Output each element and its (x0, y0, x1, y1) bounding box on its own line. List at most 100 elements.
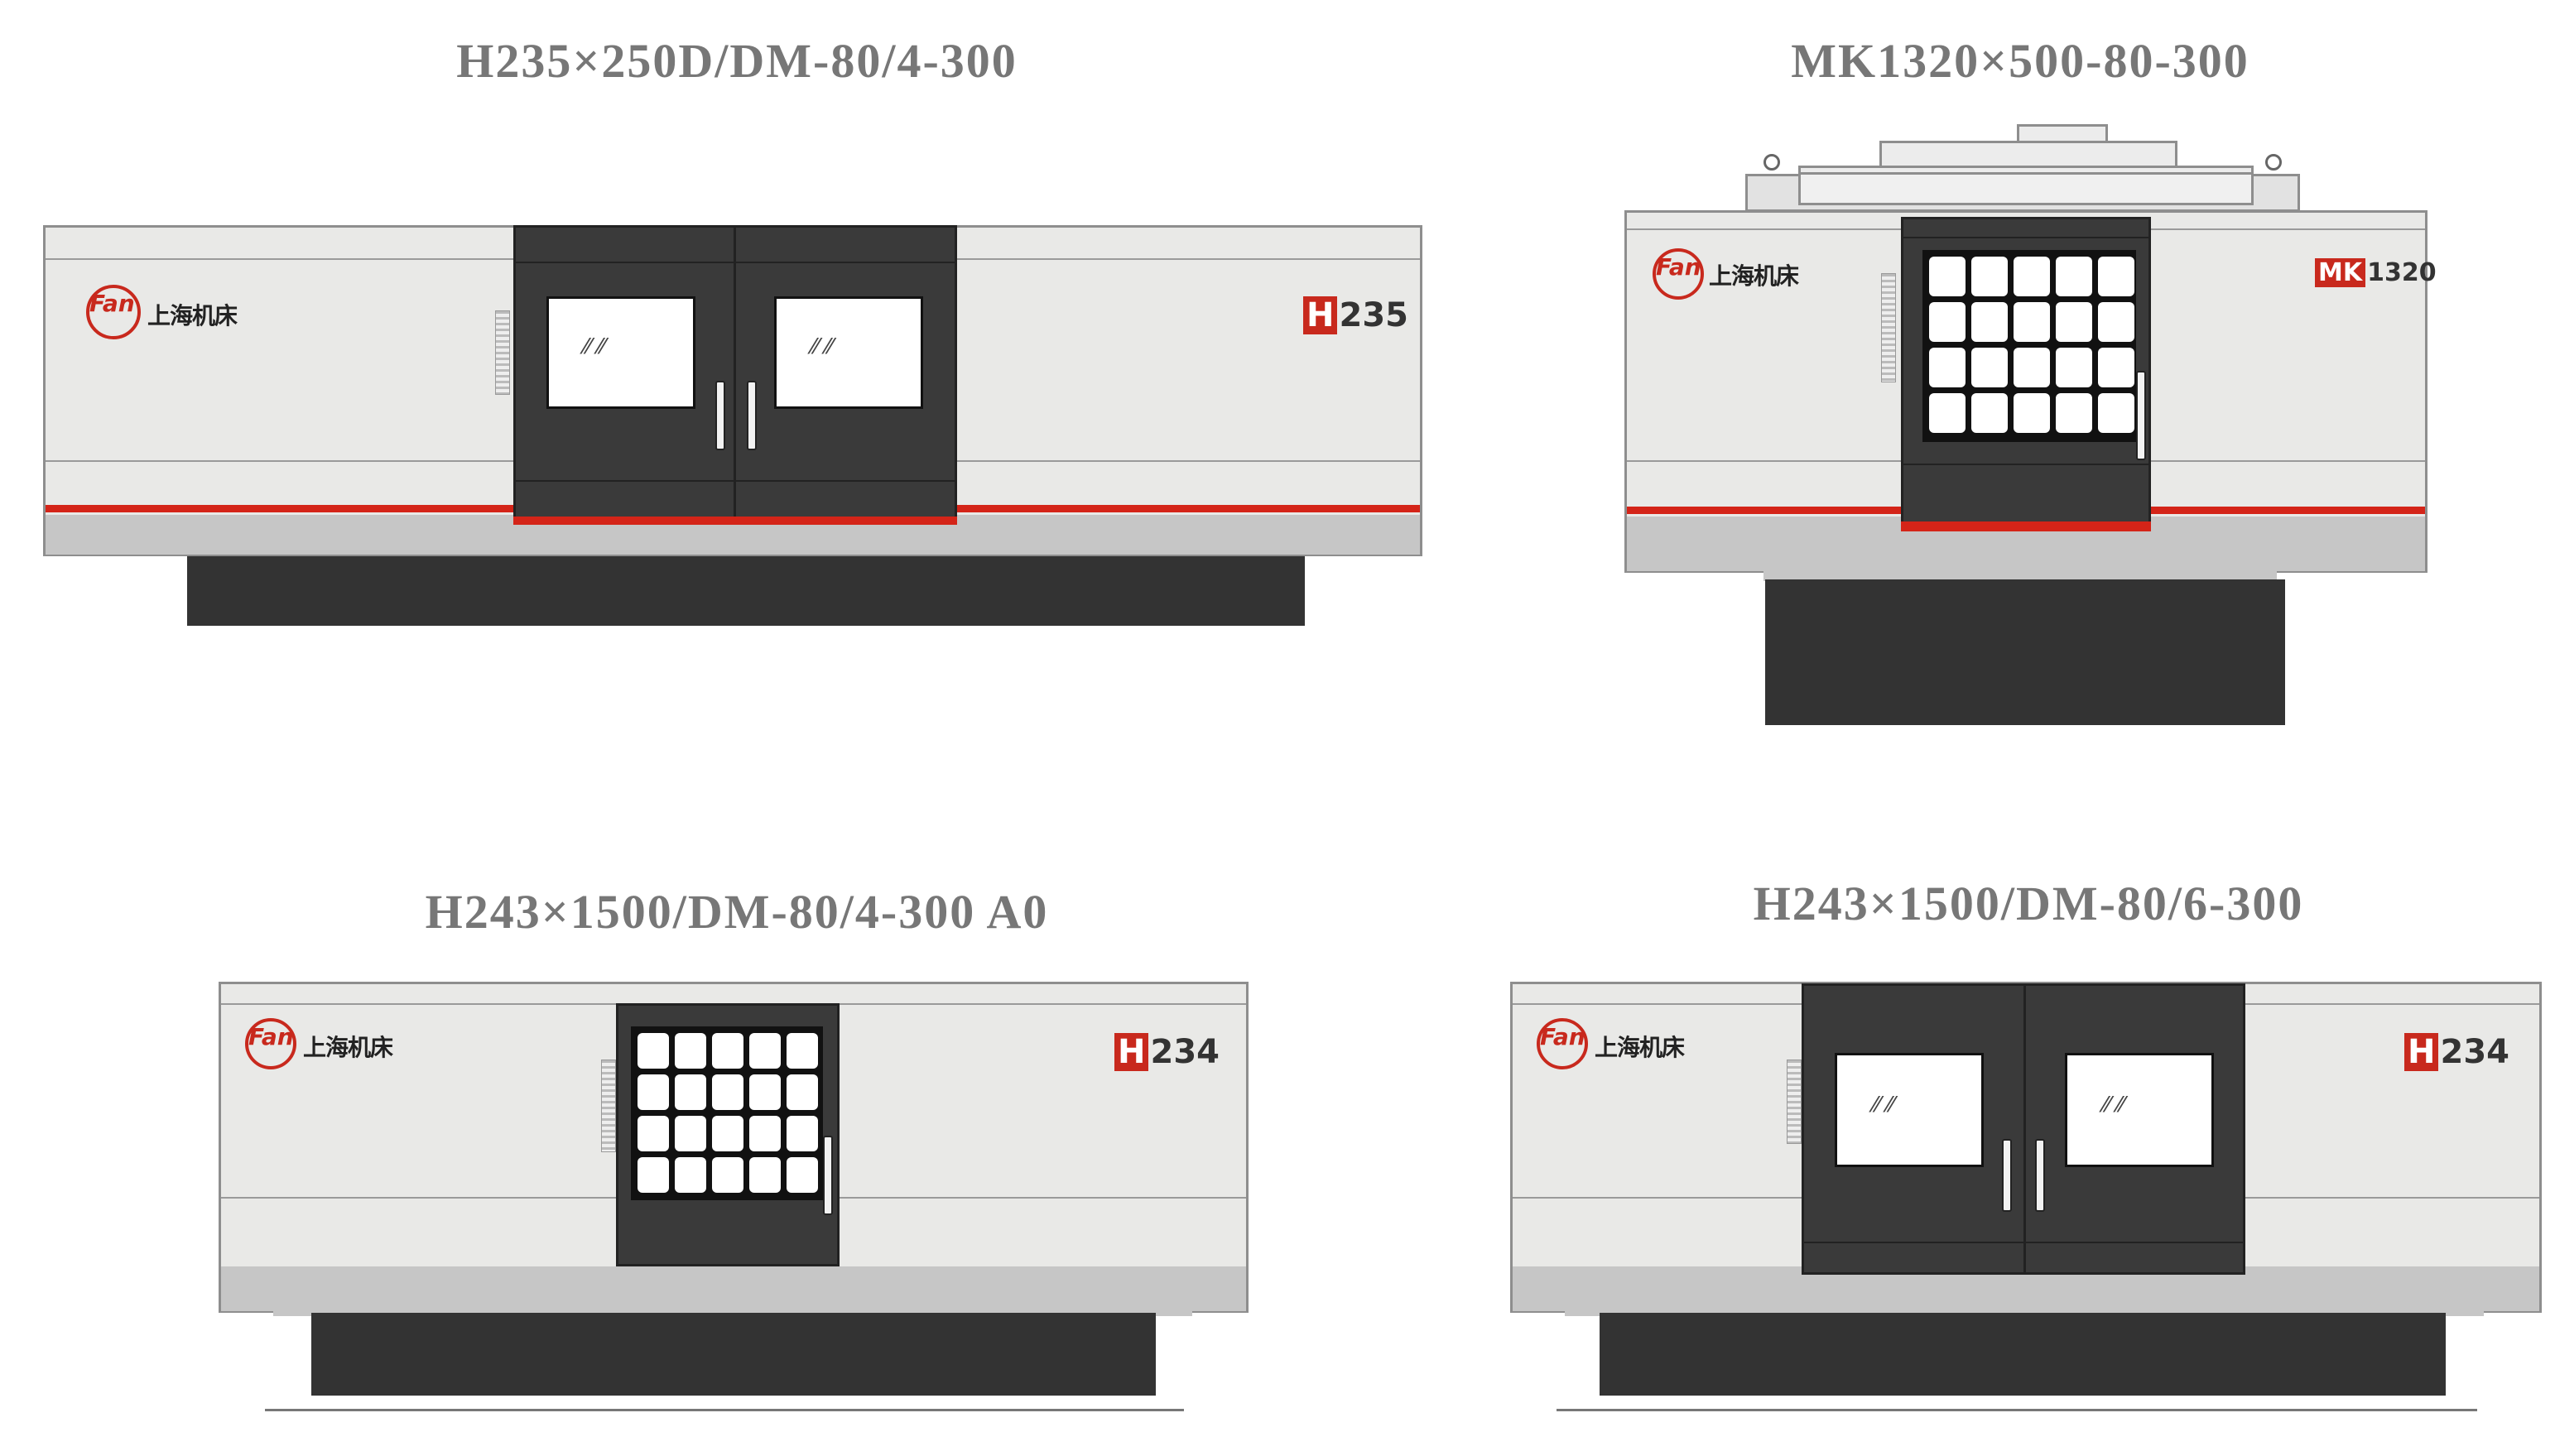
brand-logo-icon (86, 285, 141, 339)
window-pane (2056, 393, 2092, 433)
machine-1-window-right (774, 296, 923, 409)
badge-number: 234 (2440, 1033, 2509, 1071)
window-pane (2056, 257, 2092, 296)
machine-2-label-sticker (1881, 273, 1896, 382)
window-pane (675, 1116, 706, 1151)
window-pane (638, 1074, 669, 1110)
machine-1-title: H235×250D/DM-80/4-300 (456, 34, 1018, 88)
door-handle-icon[interactable] (2035, 1139, 2045, 1212)
brand-logo-icon (245, 1018, 296, 1069)
badge-letter: H (1303, 296, 1338, 334)
window-pane (749, 1157, 781, 1193)
badge-number: 1320 (2367, 258, 2437, 287)
machine-1-door-red (513, 517, 957, 525)
machine-3-lower-taper (273, 1308, 1192, 1316)
window-pane (2098, 348, 2134, 387)
window-pane (787, 1033, 818, 1069)
window-pane (787, 1116, 818, 1151)
brand-logo-icon (1537, 1018, 1588, 1069)
door-handle-icon[interactable] (2002, 1139, 2012, 1212)
machine-4-label-sticker (1787, 1060, 1802, 1144)
machine-2-door-red (1901, 521, 2151, 531)
brand-name: 上海机床 (1595, 1034, 1685, 1061)
window-pane (712, 1116, 743, 1151)
window-pane (749, 1033, 781, 1069)
machine-3-floor-line (265, 1409, 1184, 1411)
window-pane (1971, 393, 2008, 433)
machine-2-door-line (1903, 237, 2148, 238)
window-pane (712, 1157, 743, 1193)
brand-logo-icon (1653, 248, 1704, 300)
machine-3-base (311, 1313, 1156, 1396)
badge-letter: H (2404, 1033, 2439, 1071)
window-pane (638, 1116, 669, 1151)
window-pane (787, 1157, 818, 1193)
machine-2-top-table (1798, 172, 2254, 205)
window-pane (675, 1074, 706, 1110)
glare-icon: ⁄⁄ ⁄⁄ (1873, 1093, 1894, 1117)
machine-4-door-split (2023, 986, 2026, 1272)
machine-1-door-split (734, 228, 736, 517)
window-pane (675, 1033, 706, 1069)
machine-2-door-line (1903, 464, 2148, 465)
glare-icon: ⁄⁄ ⁄⁄ (811, 334, 833, 359)
machine-4-floor-line (1557, 1409, 2477, 1411)
machine-4-window-right (2065, 1053, 2214, 1167)
machine-2-title: MK1320×500-80-300 (1791, 34, 2249, 88)
machine-3-lower-band (221, 1266, 1246, 1311)
machine-4-window-left (1835, 1053, 1984, 1167)
brand-name: 上海机床 (303, 1034, 393, 1061)
machine-4-door-line (1804, 1242, 2243, 1243)
window-pane (2014, 257, 2050, 296)
machine-4-title: H243×1500/DM-80/6-300 (1753, 877, 2304, 930)
brand-name: 上海机床 (147, 302, 238, 329)
window-pane (749, 1074, 781, 1110)
window-pane (1929, 302, 1966, 342)
window-pane (2098, 257, 2134, 296)
machine-3-title: H243×1500/DM-80/4-300 A0 (425, 885, 1049, 939)
machine-4-base (1600, 1313, 2446, 1396)
window-pane (1929, 393, 1966, 433)
door-handle-icon[interactable] (823, 1136, 833, 1215)
bolt-icon (1763, 154, 1780, 171)
window-pane (749, 1116, 781, 1151)
machine-1-base (187, 556, 1305, 626)
window-pane (1971, 257, 2008, 296)
badge-number: 235 (1339, 296, 1408, 334)
machine-1-label-sticker (495, 310, 510, 395)
window-pane (1971, 302, 2008, 342)
badge-letter: MK (2315, 258, 2366, 287)
brand-mark: Fan (248, 1023, 294, 1050)
window-pane (2098, 393, 2134, 433)
window-pane (2014, 348, 2050, 387)
window-pane (2014, 393, 2050, 433)
machine-3-label-sticker (601, 1060, 616, 1152)
window-pane (2056, 348, 2092, 387)
door-handle-icon[interactable] (715, 381, 725, 450)
window-pane (1971, 348, 2008, 387)
brand-name: 上海机床 (1709, 262, 1799, 290)
machine-2-lower-taper (1763, 569, 2277, 581)
window-pane (2056, 302, 2092, 342)
brand-mark: Fan (1540, 1023, 1585, 1050)
bolt-icon (2265, 154, 2282, 171)
window-pane (675, 1157, 706, 1193)
door-handle-icon[interactable] (2136, 371, 2146, 460)
window-pane (2014, 302, 2050, 342)
window-pane (638, 1033, 669, 1069)
brand-mark: Fan (1656, 253, 1701, 281)
machine-4-lower-taper (1565, 1308, 2484, 1316)
glare-icon: ⁄⁄ ⁄⁄ (584, 334, 605, 359)
machine-1-window-left (546, 296, 695, 409)
window-pane (638, 1157, 669, 1193)
brand-mark: Fan (89, 290, 135, 317)
machine-2-base (1765, 579, 2285, 725)
window-pane (712, 1074, 743, 1110)
door-handle-icon[interactable] (747, 381, 757, 450)
badge-letter: H (1114, 1033, 1149, 1071)
window-pane (712, 1033, 743, 1069)
